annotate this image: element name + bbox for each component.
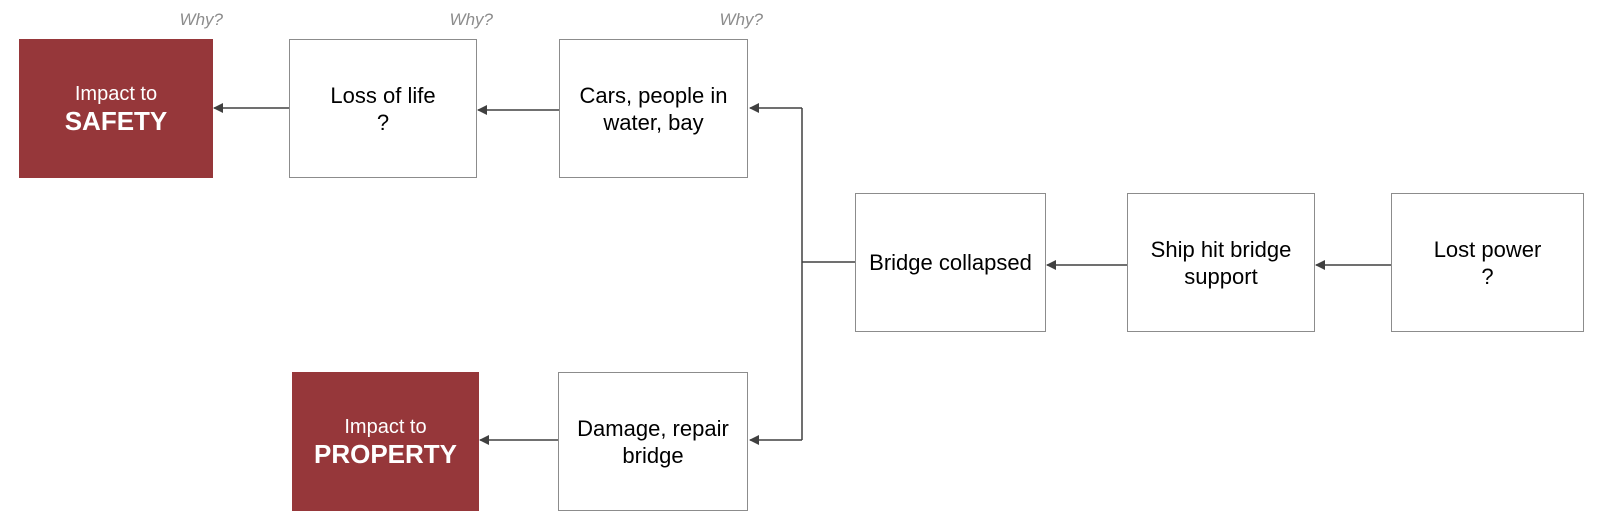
node-ship-hit-line1: Ship hit bridge xyxy=(1150,236,1292,262)
node-cars-people: Cars, people in water, bay xyxy=(559,39,748,178)
node-loss-of-life-line1: Loss of life xyxy=(330,82,436,108)
node-lost-power-line1: Lost power xyxy=(1433,236,1542,262)
node-impact-safety-line1: Impact to xyxy=(74,82,158,105)
why-label-loss-of-life: Why? xyxy=(449,10,493,29)
node-damage-repair-line1: Damage, repair xyxy=(577,415,729,441)
node-impact-property: Impact to PROPERTY xyxy=(292,372,479,511)
node-ship-hit-line2: support xyxy=(1184,263,1258,289)
node-bridge-collapsed: Bridge collapsed xyxy=(855,193,1046,332)
node-lost-power-line2: ? xyxy=(1481,263,1494,289)
node-cars-people-line2: water, bay xyxy=(603,109,704,135)
why-label-cars: Why? xyxy=(719,10,763,29)
node-impact-safety: Impact to SAFETY xyxy=(19,39,213,178)
node-damage-repair-line2: bridge xyxy=(622,442,684,468)
node-ship-hit: Ship hit bridge support xyxy=(1127,193,1315,332)
node-impact-property-line1: Impact to xyxy=(344,415,427,438)
node-bridge-collapsed-line1: Bridge collapsed xyxy=(869,250,1032,275)
node-damage-repair: Damage, repair bridge xyxy=(558,372,748,511)
node-lost-power: Lost power ? xyxy=(1391,193,1584,332)
node-impact-property-line2: PROPERTY xyxy=(313,438,458,469)
node-cars-people-line1: Cars, people in xyxy=(579,82,728,108)
node-loss-of-life-line2: ? xyxy=(376,109,390,135)
why-label-safety: Why? xyxy=(179,10,223,29)
node-loss-of-life: Loss of life ? xyxy=(289,39,477,178)
node-impact-safety-line2: SAFETY xyxy=(64,105,168,136)
